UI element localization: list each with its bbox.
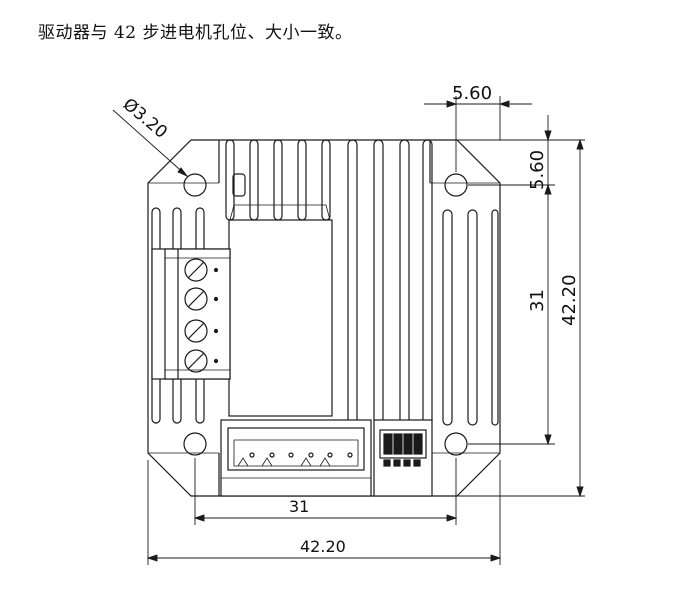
dim-hole-diameter: Ø3.20 bbox=[119, 95, 171, 143]
mount-hole-top-right bbox=[444, 173, 468, 197]
dip-switch bbox=[373, 419, 433, 497]
caption-text: 驱动器与 42 步进电机孔位、大小一致。 bbox=[38, 23, 353, 43]
dim-overall-width: 42.20 bbox=[300, 537, 346, 556]
bottom-connector bbox=[220, 419, 372, 497]
screw-icon bbox=[184, 349, 208, 373]
mount-hole-bottom-right bbox=[444, 432, 468, 456]
screw-icon bbox=[184, 319, 208, 343]
dim-overall-height: 42.20 bbox=[559, 274, 580, 326]
screw-icon bbox=[184, 258, 208, 282]
mount-hole-top-left bbox=[183, 173, 207, 197]
right-fins bbox=[442, 209, 499, 426]
inner-recess bbox=[228, 219, 333, 417]
dim-top-offset-horizontal: 5.60 bbox=[452, 83, 492, 104]
dim-top-offset-vertical: 5.60 bbox=[527, 150, 548, 190]
mount-hole-bottom-left bbox=[183, 432, 207, 456]
long-fins bbox=[347, 139, 433, 426]
terminal-block bbox=[151, 248, 231, 380]
dim-hole-spacing-vertical: 31 bbox=[527, 289, 548, 312]
top-fins bbox=[225, 139, 331, 221]
screw-icon bbox=[184, 287, 208, 311]
dim-hole-spacing-horizontal: 31 bbox=[289, 497, 309, 516]
